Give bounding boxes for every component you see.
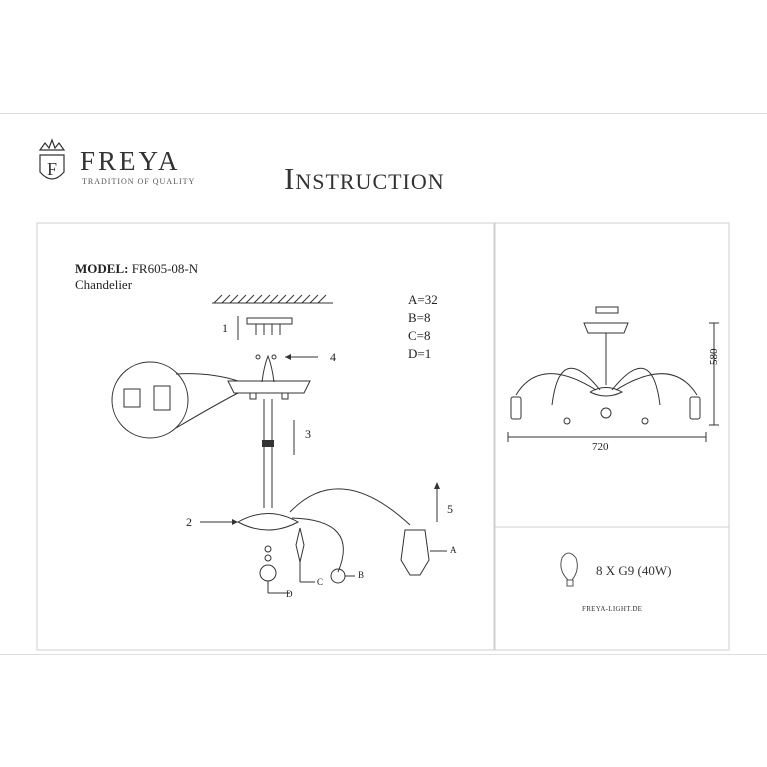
terminal-block (123, 388, 141, 408)
terminal-block (153, 385, 171, 411)
part-count-d: D=1 (408, 346, 432, 361)
part-letter-c: C (317, 577, 324, 587)
brand-name: FREYA (80, 146, 181, 176)
height-dimension: 580 (708, 348, 720, 366)
width-dimension: 720 (592, 441, 609, 453)
model-label: MODEL: (75, 261, 129, 276)
part-count-a: A=32 (408, 292, 438, 307)
ceiling-hatch (212, 294, 333, 304)
assembly-panel-frame (36, 222, 495, 651)
canopy (227, 380, 311, 394)
wires (255, 354, 277, 383)
crest-letter: F (47, 159, 57, 179)
magnifier-circle (111, 361, 189, 439)
part-letter-d: D (286, 589, 293, 599)
brand-crest-icon (38, 138, 66, 180)
model-line: MODEL: FR605-08-N (75, 261, 198, 277)
product-panel-frame (494, 222, 730, 651)
crystal-drop-c (295, 527, 305, 563)
brand-tagline: TRADITION OF QUALITY (82, 177, 196, 186)
product-type: Chandelier (75, 277, 133, 292)
magnifier-line (175, 373, 239, 382)
page-title: Instruction (284, 161, 445, 196)
parts-list: A=32 B=8 C=8 D=1 (408, 291, 438, 363)
part-letter-b: B (358, 570, 365, 580)
central-body (236, 513, 300, 531)
step-label-1: 1 (222, 321, 228, 335)
stem-joint (262, 440, 274, 447)
website-url: FREYA-LIGHT.DE (582, 605, 643, 613)
step-label-2: 2 (186, 515, 192, 529)
arm-outer (289, 488, 411, 526)
mounting-plate (246, 317, 293, 335)
part-letter-a: A (450, 545, 457, 555)
crystal-ball-d (259, 564, 277, 582)
instruction-sheet (0, 113, 767, 655)
model-code: FR605-08-N (131, 261, 199, 276)
bulb-spec: 8 X G9 (40W) (596, 563, 672, 578)
magnifier-line (175, 392, 239, 429)
part-count-b: B=8 (408, 310, 431, 325)
arm-inner (291, 517, 344, 573)
crystal-shade-a (400, 529, 430, 576)
step-label-3: 3 (305, 427, 311, 441)
canopy-screw (281, 392, 289, 400)
product-overview (510, 306, 701, 425)
part-count-c: C=8 (408, 328, 431, 343)
step-label-5: 5 (447, 502, 453, 516)
dimension-lines (507, 322, 719, 442)
step-label-4: 4 (330, 350, 336, 364)
bulb-icon (560, 552, 578, 587)
canopy-screw (249, 392, 257, 400)
